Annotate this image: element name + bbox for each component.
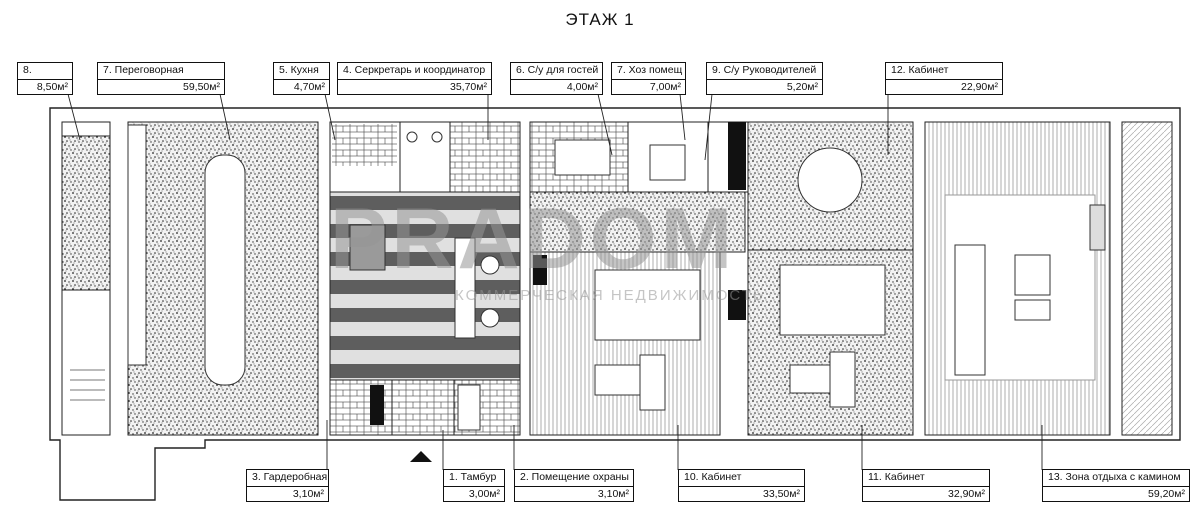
room-area: 32,90м²	[948, 488, 985, 500]
room-label-exec-wc: 9. С/у Руководителей 5,20м²	[706, 62, 823, 95]
room-label-lounge: 13. Зона отдыха с камином 59,20м²	[1042, 469, 1190, 502]
room-label-office-10: 10. Кабинет 33,50м²	[678, 469, 805, 502]
room-name: 2. Помещение охраны	[515, 470, 633, 487]
corridor-floor	[529, 191, 746, 253]
conference-table	[204, 154, 246, 386]
room-label-8: 8. 8,50м²	[17, 62, 73, 95]
room-area: 3,10м²	[292, 488, 324, 500]
room-label-secretary: 4. Серкретарь и координатор 35,70м²	[337, 62, 492, 95]
room-area: 7,00м²	[649, 81, 681, 93]
room-area: 59,20м²	[1148, 488, 1185, 500]
room-label-kitchen: 5. Кухня 4,70м²	[273, 62, 330, 95]
page-title: ЭТАЖ 1	[565, 10, 635, 29]
room-label-meeting-room: 7. Переговорная 59,50м²	[97, 62, 225, 95]
room-label-office-11: 11. Кабинет 32,90м²	[862, 469, 990, 502]
room-name: 11. Кабинет	[863, 470, 989, 487]
room-name: 1. Тамбур	[444, 470, 504, 487]
room-area: 35,70м²	[450, 81, 487, 93]
secretary-floor	[329, 191, 521, 381]
room-name: 7. Хоз помещ	[612, 63, 685, 80]
room-area: 8,50м²	[36, 81, 68, 93]
room-name: 10. Кабинет	[679, 470, 804, 487]
room-area: 59,50м²	[183, 81, 220, 93]
room-area: 5,20м²	[786, 81, 818, 93]
room-name: 13. Зона отдыха с камином	[1043, 470, 1189, 487]
room-area: 4,70м²	[293, 81, 325, 93]
room-name: 7. Переговорная	[98, 63, 224, 80]
room-name: 8.	[18, 63, 72, 80]
room-name: 5. Кухня	[274, 63, 329, 80]
room-name: 4. Серкретарь и координатор	[338, 63, 491, 80]
room-label-guest-wc: 6. С/у для гостей 4,00м²	[510, 62, 603, 95]
entrance-arrow-icon	[410, 451, 432, 462]
room-label-security-room: 2. Помещение охраны 3,10м²	[514, 469, 634, 502]
room-8-floor	[61, 121, 111, 291]
room-area: 3,00м²	[468, 488, 500, 500]
room-name: 9. С/у Руководителей	[707, 63, 822, 80]
room-area: 33,50м²	[763, 488, 800, 500]
room-area: 3,10м²	[597, 488, 629, 500]
room-area: 22,90м²	[961, 81, 998, 93]
room-label-utility: 7. Хоз помещ 7,00м²	[611, 62, 686, 95]
room-label-wardrobe: 3. Гардеробная 3,10м²	[246, 469, 329, 502]
room-area: 4,00м²	[566, 81, 598, 93]
room-name: 3. Гардеробная	[247, 470, 328, 487]
room-name: 6. С/у для гостей	[511, 63, 602, 80]
room-label-office-12: 12. Кабинет 22,90м²	[885, 62, 1003, 95]
room-name: 12. Кабинет	[886, 63, 1002, 80]
room-label-vestibule: 1. Тамбур 3,00м²	[443, 469, 505, 502]
